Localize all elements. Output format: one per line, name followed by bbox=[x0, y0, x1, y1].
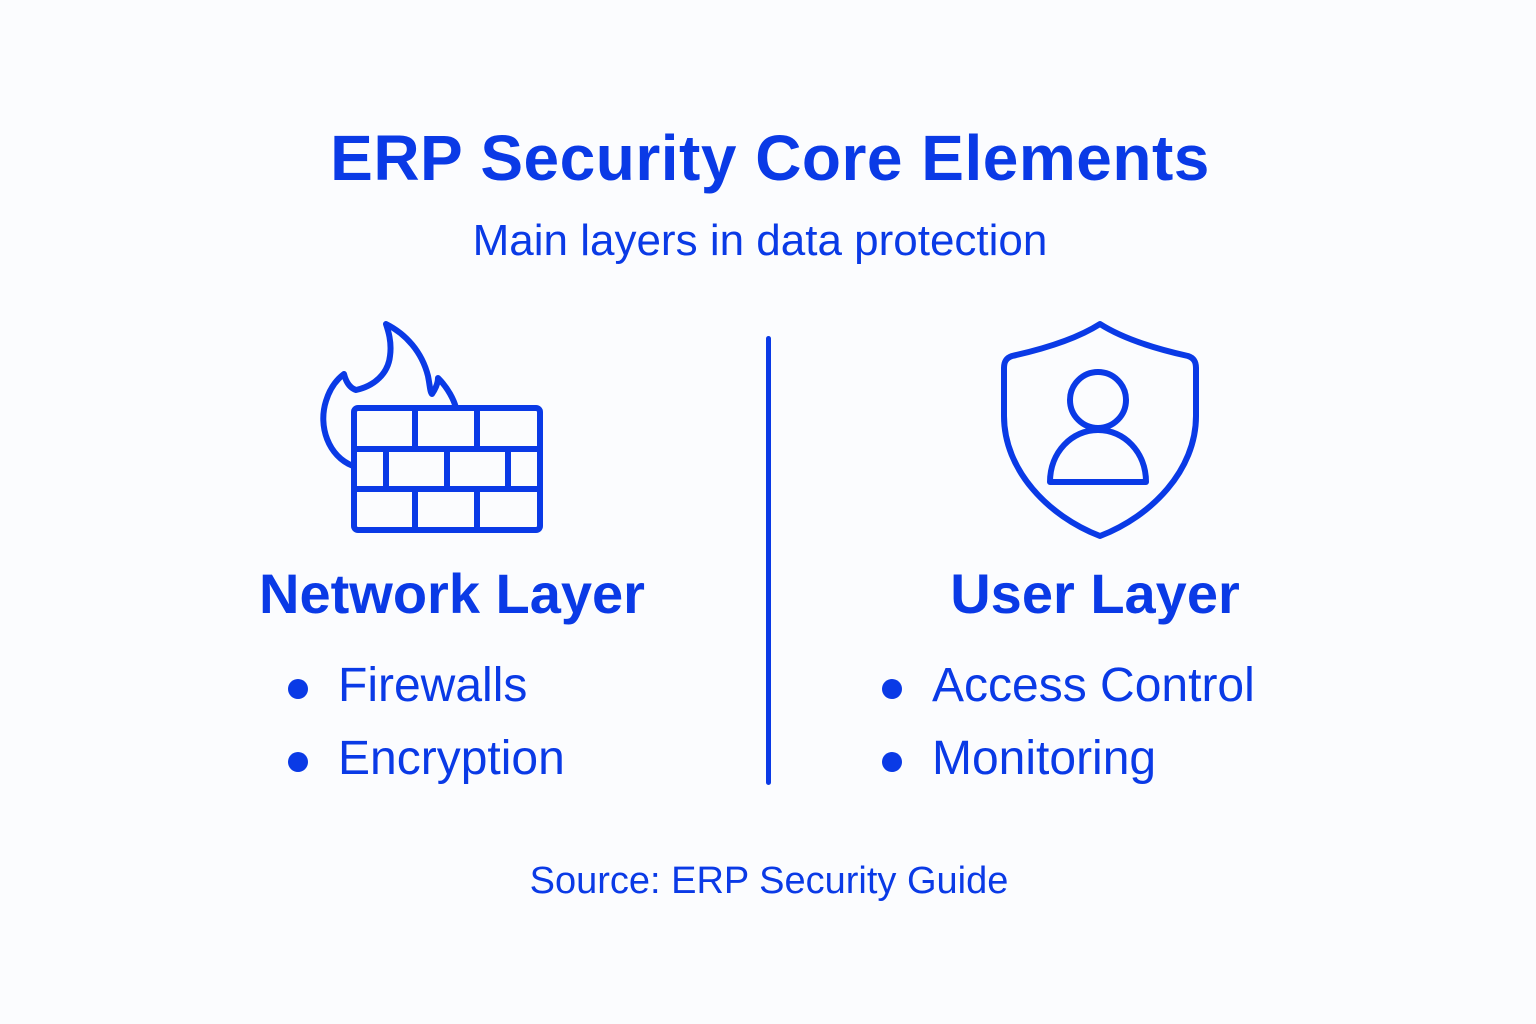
bullet-icon bbox=[288, 679, 308, 699]
firewall-icon bbox=[320, 321, 543, 533]
user-layer-list: Access Control Monitoring bbox=[880, 654, 1255, 800]
list-item-label: Access Control bbox=[932, 659, 1255, 712]
list-item: Encryption bbox=[286, 727, 565, 800]
network-layer-list: Firewalls Encryption bbox=[286, 654, 565, 800]
list-item: Access Control bbox=[880, 654, 1255, 727]
source-caption: Source: ERP Security Guide bbox=[529, 860, 1009, 902]
list-item-label: Encryption bbox=[338, 732, 565, 785]
list-item-label: Firewalls bbox=[338, 659, 528, 712]
shield-user-icon bbox=[1001, 321, 1199, 539]
list-item-label: Monitoring bbox=[932, 732, 1157, 785]
list-item: Firewalls bbox=[286, 654, 565, 727]
user-layer-title: User Layer bbox=[950, 562, 1240, 625]
bullet-icon bbox=[288, 752, 308, 772]
bullet-icon bbox=[882, 752, 902, 772]
page-title: ERP Security Core Elements bbox=[330, 122, 1210, 194]
page-subtitle: Main layers in data protection bbox=[472, 216, 1048, 265]
column-divider bbox=[766, 336, 771, 785]
bullet-icon bbox=[882, 679, 902, 699]
list-item: Monitoring bbox=[880, 727, 1255, 800]
network-layer-title: Network Layer bbox=[259, 562, 645, 625]
